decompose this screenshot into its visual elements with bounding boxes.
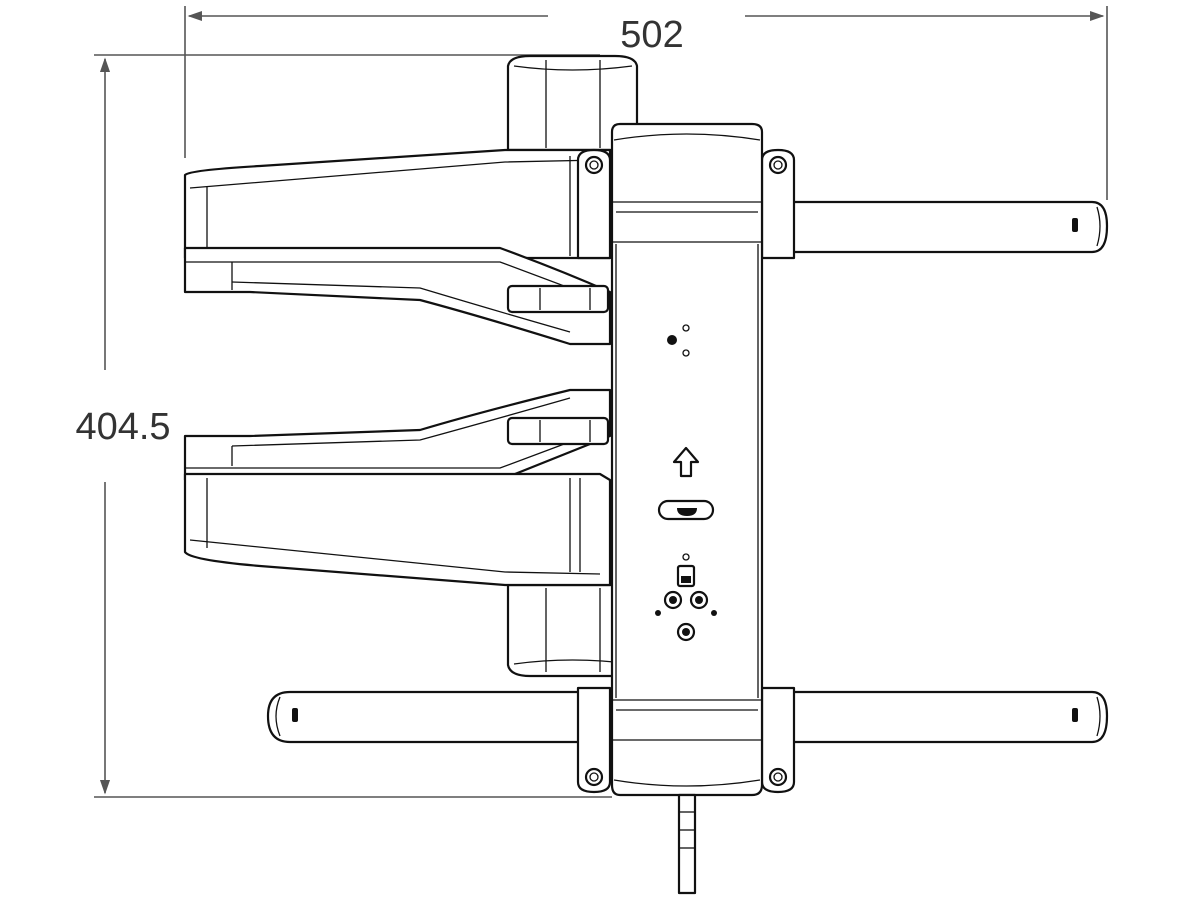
bottom-right-clamp [760,686,796,794]
height-dimension-label: 404.5 [75,406,170,448]
upper-hinge-block [506,284,610,314]
upper-hole-cluster [667,324,690,357]
lower-inner-arm [183,388,612,482]
lower-hole-cluster [655,553,717,642]
up-arrow-icon [672,446,700,478]
level-slot-icon [657,499,715,521]
rail-slot-icon [292,708,298,722]
rail-slot-icon [1072,218,1078,232]
upper-inner-arm [183,246,612,346]
adjustment-rod [677,793,697,895]
lower-hinge-block [506,416,610,446]
width-dimension-label: 502 [620,14,683,56]
rail-slot-icon [1072,708,1078,722]
width-dimension: 502 [184,6,1108,200]
upper-swing-arm [183,148,612,260]
height-dimension: 404.5 [75,54,612,798]
bottom-left-clamp [576,686,612,794]
top-right-clamp [760,148,796,260]
lower-swing-arm [183,472,612,587]
top-pivot-knob [506,54,639,152]
top-left-clamp [576,148,612,260]
